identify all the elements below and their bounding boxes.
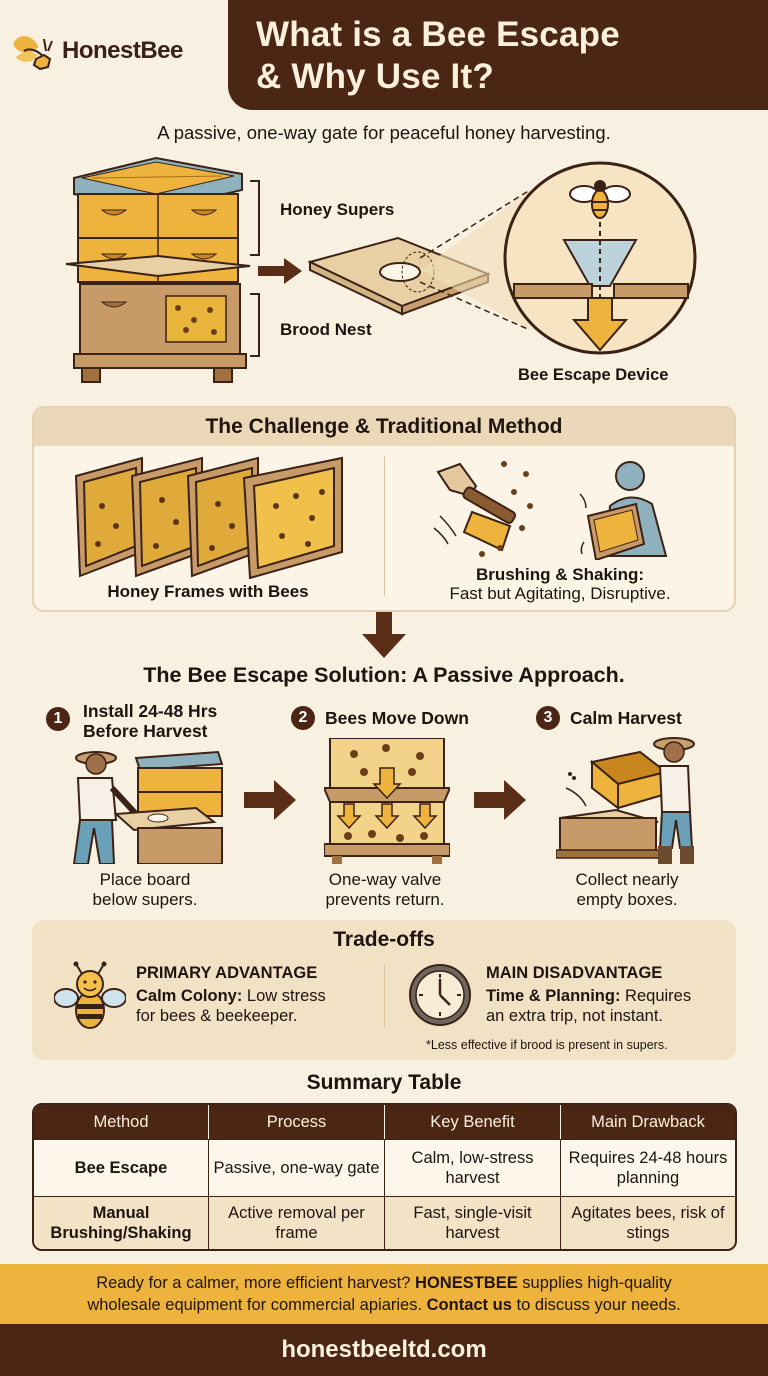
arrow-right-icon bbox=[474, 780, 526, 820]
step-2-number: 2 bbox=[291, 706, 315, 730]
honey-supers-label: Honey Supers bbox=[280, 200, 395, 219]
bees-moving-down-illustration bbox=[324, 738, 450, 864]
table-cell: Requires 24-48 hours planning bbox=[561, 1139, 735, 1196]
contact-us-link[interactable]: Contact us bbox=[426, 1296, 512, 1314]
challenge-title: The Challenge & Traditional Method bbox=[34, 408, 734, 446]
bee-escape-device-closeup bbox=[503, 161, 697, 355]
advantage-heading: PRIMARY ADVANTAGE bbox=[136, 964, 318, 982]
cta-banner: Ready for a calmer, more efficient harve… bbox=[0, 1264, 768, 1324]
tradeoffs-divider bbox=[384, 965, 385, 1027]
advantage-text: Calm Colony: Low stress for bees & beeke… bbox=[136, 987, 326, 1025]
install-board-illustration bbox=[72, 750, 224, 864]
brand-bold: HONESTBEE bbox=[415, 1274, 518, 1292]
table-cell: Calm, low-stress harvest bbox=[385, 1139, 561, 1196]
hive-stack-illustration bbox=[65, 156, 251, 383]
brood-nest-label: Brood Nest bbox=[280, 320, 372, 339]
brushing-shaking-illustration bbox=[433, 461, 668, 560]
footer-bar: honestbeeltd.com bbox=[0, 1324, 768, 1376]
arrow-down-icon bbox=[362, 612, 406, 658]
title-banner: What is a Bee Escape & Why Use It? bbox=[228, 0, 768, 110]
step-1-title: Install 24-48 Hrs Before Harvest bbox=[83, 701, 218, 741]
summary-table-title: Summary Table bbox=[306, 1071, 462, 1094]
table-cell: Fast, single-visit harvest bbox=[385, 1196, 561, 1249]
brushing-caption: Fast but Agitating, Disruptive. bbox=[449, 584, 671, 603]
arrow-right-icon bbox=[244, 780, 296, 820]
step-1-caption: Place board below supers. bbox=[92, 870, 198, 909]
step-3-caption: Collect nearly empty boxes. bbox=[575, 870, 679, 909]
page-title-line1: What is a Bee Escape bbox=[256, 15, 620, 54]
panel-divider bbox=[384, 456, 385, 596]
step-3-title: Calm Harvest bbox=[570, 708, 682, 728]
table-cell: Bee Escape bbox=[34, 1139, 209, 1196]
table-header-method: Method bbox=[34, 1105, 209, 1139]
zoom-callout-lines bbox=[420, 190, 531, 331]
escape-board-illustration bbox=[308, 236, 491, 316]
table-header-process: Process bbox=[209, 1105, 385, 1139]
brushing-caption-bold: Brushing & Shaking: bbox=[475, 565, 645, 584]
website-link[interactable]: honestbeeltd.com bbox=[281, 1336, 487, 1363]
table-header-benefit: Key Benefit bbox=[385, 1105, 561, 1139]
step-1-number: 1 bbox=[46, 707, 70, 731]
arrow-right-icon bbox=[258, 258, 302, 284]
table-cell: Manual Brushing/Shaking bbox=[34, 1196, 209, 1249]
disadvantage-text: Time & Planning: Requires an extra trip,… bbox=[486, 987, 692, 1025]
disadvantage-heading: MAIN DISADVANTAGE bbox=[486, 964, 663, 982]
smiling-bee-icon bbox=[54, 961, 126, 1029]
calm-harvest-illustration bbox=[556, 737, 695, 864]
page-title-line2: & Why Use It? bbox=[256, 57, 494, 96]
brand-logo: HonestBee bbox=[10, 26, 220, 76]
solution-title: The Bee Escape Solution: A Passive Appro… bbox=[143, 663, 625, 687]
honey-frames-illustration bbox=[74, 456, 343, 580]
device-label: Bee Escape Device bbox=[518, 366, 669, 384]
brand-name: HonestBee bbox=[62, 37, 183, 64]
step-2-title: Bees Move Down bbox=[325, 708, 469, 728]
honey-supers-bracket bbox=[250, 180, 260, 256]
page-subtitle: A passive, one-way gate for peaceful hon… bbox=[157, 122, 611, 143]
table-cell: Passive, one-way gate bbox=[209, 1139, 385, 1196]
bee-logo-icon bbox=[13, 36, 53, 71]
summary-table: Method Process Key Benefit Main Drawback… bbox=[32, 1103, 737, 1251]
step-2-caption: One-way valve prevents return. bbox=[325, 870, 445, 909]
tradeoffs-footnote: *Less effective if brood is present in s… bbox=[426, 1038, 668, 1052]
table-cell: Agitates bees, risk of stings bbox=[561, 1196, 735, 1249]
brood-nest-bracket bbox=[250, 293, 260, 357]
clock-icon bbox=[409, 964, 471, 1026]
table-header-drawback: Main Drawback bbox=[561, 1105, 735, 1139]
honey-frames-caption: Honey Frames with Bees bbox=[107, 582, 309, 601]
table-cell: Active removal per frame bbox=[209, 1196, 385, 1249]
step-3-number: 3 bbox=[536, 706, 560, 730]
tradeoffs-title: Trade-offs bbox=[333, 928, 435, 951]
